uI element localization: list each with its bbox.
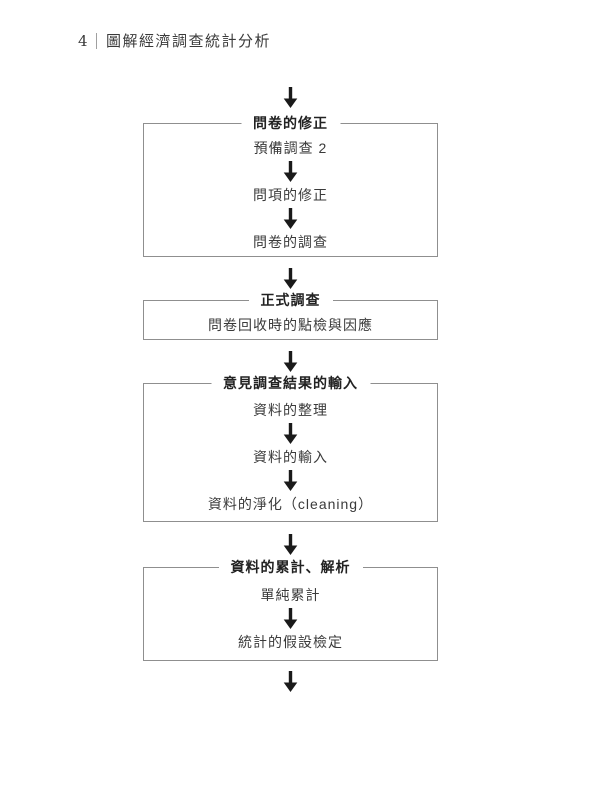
stage-title: 資料的累計、解析 [218,559,363,576]
down-arrow-icon [283,470,298,491]
down-arrow-icon [283,207,298,229]
stage-title: 問卷的修正 [241,115,340,132]
step-label: 資料的輸入 [253,449,328,465]
header-divider [96,33,98,49]
down-arrow-icon [283,608,298,629]
step-label: 預備調查 2 [253,139,328,156]
down-arrow-icon [283,160,298,182]
down-arrow-icon [283,87,298,108]
step-label: 資料的整理 [253,402,328,418]
step-label: 問卷的調查 [253,233,328,250]
stage-box-questionnaire-revision: 問卷的修正 預備調查 2 問項的修正 問卷的調查 [143,115,438,257]
down-arrow-icon [283,423,298,444]
page-header: 4 圖解經濟調查統計分析 [78,32,271,50]
book-title: 圖解經濟調查統計分析 [106,32,272,50]
stage-box-formal-survey: 正式調查 問卷回收時的點檢與因應 [143,292,438,340]
flowchart: 問卷的修正 預備調查 2 問項的修正 問卷的調查 正式調查 問卷回收時的點檢與因… [143,87,438,692]
down-arrow-icon [283,671,298,692]
stage-title: 正式調查 [248,292,333,309]
stage-title: 意見調查結果的輸入 [211,375,370,392]
down-arrow-icon [283,351,298,372]
step-label: 統計的假設檢定 [238,634,343,650]
down-arrow-icon [283,268,298,289]
page-number: 4 [78,32,90,50]
stage-box-data-aggregation-analysis: 資料的累計、解析 單純累計 統計的假設檢定 [143,559,438,661]
down-arrow-icon [283,534,298,555]
step-label: 資料的淨化（cleaning） [207,496,374,512]
step-label: 問項的修正 [253,186,328,203]
stage-box-survey-result-input: 意見調查結果的輸入 資料的整理 資料的輸入 資料的淨化（cleaning） [143,375,438,522]
step-label: 單純累計 [260,587,321,603]
step-label: 問卷回收時的點檢與因應 [208,316,373,333]
